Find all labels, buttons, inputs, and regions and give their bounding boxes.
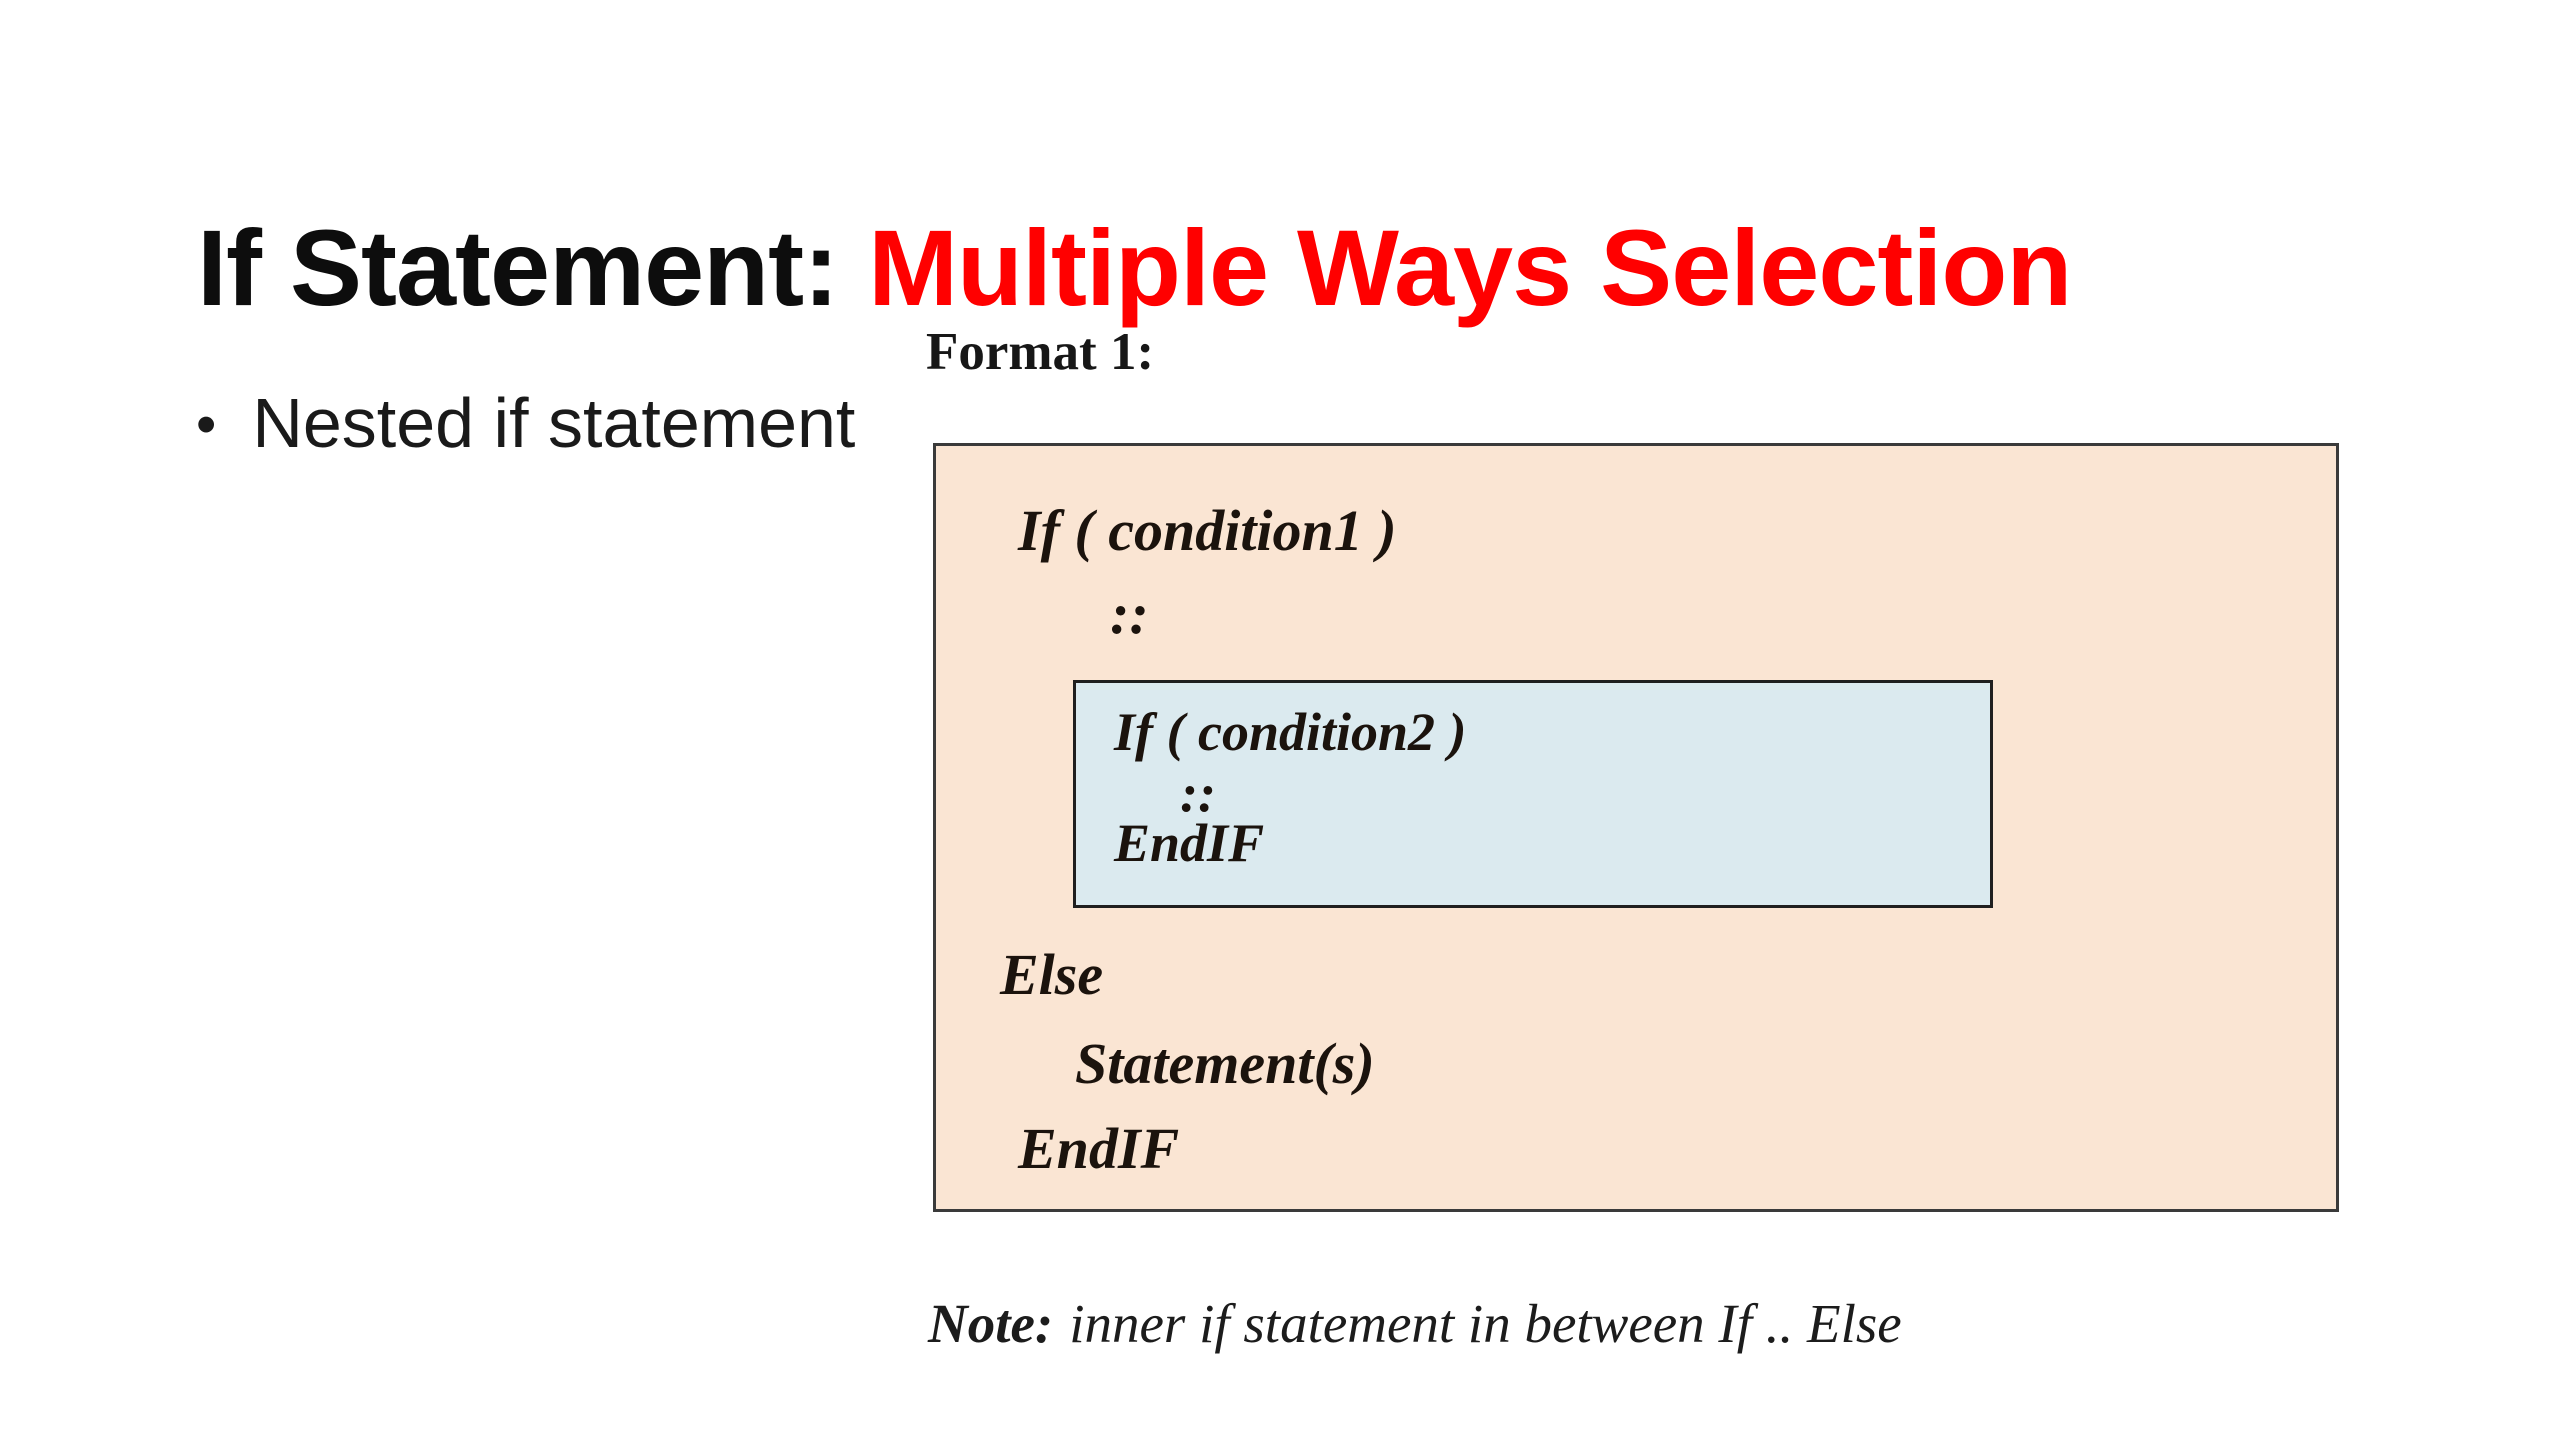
outer-code-statements: Statement(s) xyxy=(1075,1031,1375,1096)
note-text: inner if statement in between If .. Else xyxy=(1069,1293,1902,1354)
inner-code-endif: EndIF xyxy=(1114,813,1265,873)
slide-title-red-part: Multiple Ways Selection xyxy=(868,207,2072,329)
inner-code-box xyxy=(1073,680,1993,908)
outer-code-if-condition1: If ( condition1 ) xyxy=(1018,498,1397,563)
format-label: Format 1: xyxy=(926,323,1155,381)
inner-code-if-condition2: If ( condition2 ) xyxy=(1114,702,1467,762)
bullet-marker-icon: • xyxy=(196,392,217,457)
note: Note:inner if statement in between If ..… xyxy=(928,1296,1902,1351)
note-label: Note: xyxy=(928,1293,1054,1354)
outer-code-else: Else xyxy=(1000,942,1104,1007)
outer-code-colons: :: xyxy=(1110,581,1149,646)
slide-title-black-part: If Statement: xyxy=(197,207,839,329)
slide-title: If Statement:Multiple Ways Selection xyxy=(197,214,2072,322)
outer-code-endif: EndIF xyxy=(1018,1116,1180,1181)
bullet-text: Nested if statement xyxy=(252,384,856,462)
bullet-item: • Nested if statement xyxy=(196,388,855,458)
inner-code-colons: :: xyxy=(1180,763,1216,823)
